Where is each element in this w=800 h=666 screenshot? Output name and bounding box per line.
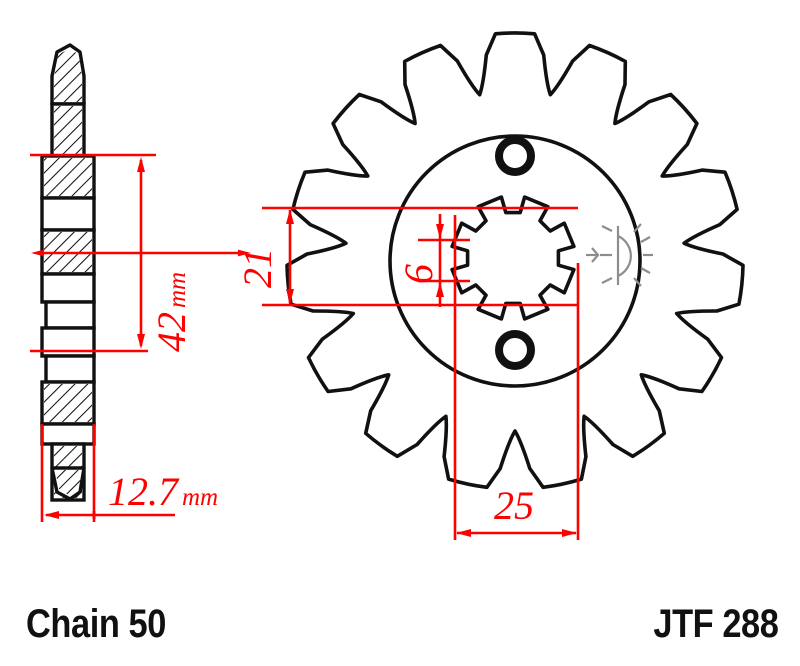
dim-6-value: 6 xyxy=(396,264,441,284)
dim-127-unit: mm xyxy=(182,484,219,511)
dimension-label-21: 21 xyxy=(235,248,280,288)
front-face-view xyxy=(285,31,745,490)
dimension-label-25: 25 xyxy=(494,486,534,526)
dimension-label-42mm: 42 mm xyxy=(149,271,194,352)
dimension-42mm xyxy=(30,153,251,353)
dimension-label-6: 6 xyxy=(396,264,441,284)
dim-21-arrow-top xyxy=(286,209,294,224)
dim-42-arrow-top xyxy=(137,157,145,172)
dim-42-unit: mm xyxy=(164,271,191,308)
side-profile-band-3 xyxy=(44,300,96,330)
bolt-hole-top xyxy=(495,136,535,176)
side-profile-band-5 xyxy=(44,354,96,384)
dim-127-arrow-left xyxy=(44,511,59,519)
side-section-view xyxy=(40,43,96,502)
dim-42-value: 42 xyxy=(149,312,194,352)
dimension-12-7mm xyxy=(40,424,175,522)
bolt-hole-bottom xyxy=(495,330,535,370)
dim-25-arrow-right xyxy=(562,529,577,537)
dim-6-arrow-top xyxy=(436,224,444,239)
dim-21-value: 21 xyxy=(235,248,280,288)
front-view-dimension-lines xyxy=(262,206,580,540)
side-hatch-upper-shank xyxy=(54,106,82,154)
dim-25-arrow-left xyxy=(456,529,471,537)
side-profile-band-1 xyxy=(40,196,96,232)
side-hatch-flange-a xyxy=(44,158,92,196)
chain-label: Chain 50 xyxy=(26,602,166,646)
dim-6-arrow-bottom xyxy=(436,282,444,297)
part-number-label: JTF 288 xyxy=(652,602,779,646)
side-profile-band-6 xyxy=(40,422,96,446)
dim-21-arrow-bottom xyxy=(286,289,294,304)
machining-finish-symbol xyxy=(586,223,653,287)
dim-127-value: 12.7 xyxy=(108,469,178,514)
spline-bore-outline xyxy=(450,195,576,321)
dim-25-value: 25 xyxy=(494,483,534,528)
side-profile-band-2 xyxy=(40,272,96,304)
side-hatch-lower-tip xyxy=(55,470,82,496)
side-hatch-flange-c xyxy=(44,384,92,422)
side-hatch-tip xyxy=(54,48,82,102)
dim-42-arrow-bottom xyxy=(137,334,145,349)
